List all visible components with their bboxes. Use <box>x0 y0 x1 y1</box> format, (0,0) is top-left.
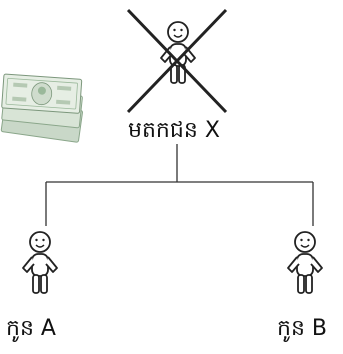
cross-out-mark <box>126 8 228 114</box>
tree-connector <box>45 144 314 226</box>
child-a-figure <box>22 231 58 294</box>
banknotes-icon <box>0 73 83 143</box>
child-a-label: កូន A <box>6 316 56 341</box>
child-b-label: កូន B <box>277 316 328 341</box>
child-b-figure <box>287 231 323 294</box>
parent-label: មតកជន X <box>128 118 220 143</box>
